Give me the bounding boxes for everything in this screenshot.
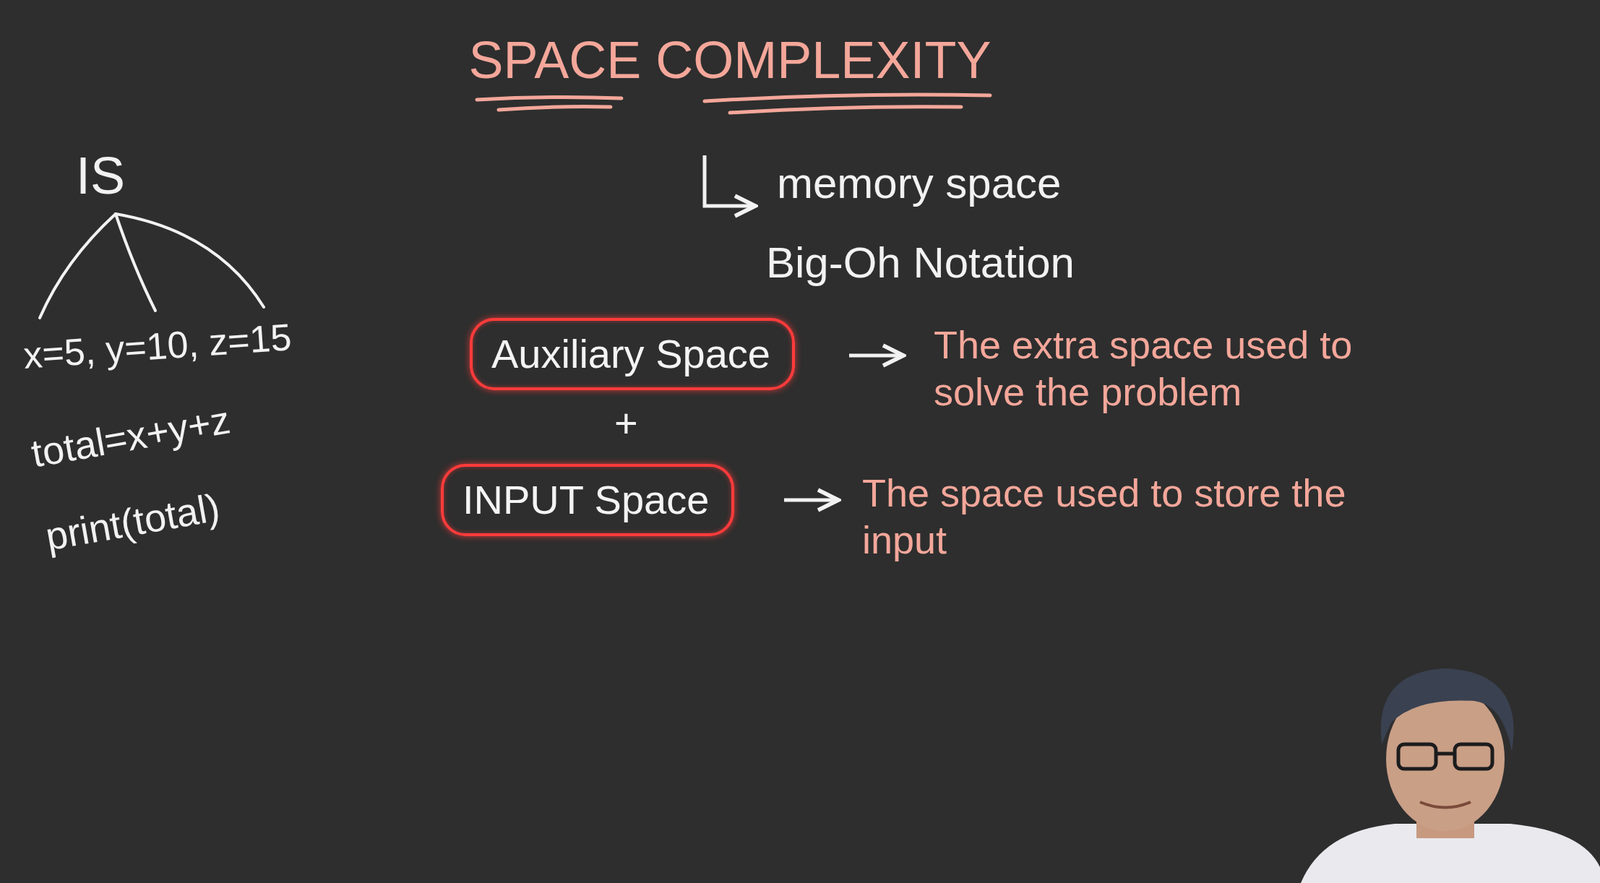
- underline: [729, 106, 962, 113]
- title-underlines: [476, 94, 991, 113]
- circled-term: Auxiliary Space: [469, 317, 795, 391]
- term-text: Auxiliary Space: [491, 329, 774, 378]
- note-text: memory space: [776, 157, 1061, 210]
- glasses: [1398, 744, 1493, 769]
- hook-arrow: [704, 155, 756, 206]
- hair: [1381, 668, 1515, 752]
- pointer-arrow: [849, 354, 904, 358]
- underline: [498, 106, 611, 111]
- tree-line: [39, 213, 116, 318]
- term-text: INPUT Space: [462, 475, 713, 524]
- definition-text: The space used to store the input: [862, 469, 1369, 564]
- code-line: total=x+y+z: [27, 396, 234, 477]
- underline: [704, 94, 991, 102]
- topic-label: IS: [75, 144, 126, 207]
- definition-text: The extra space used to solve the proble…: [933, 321, 1440, 416]
- pointer-arrow: [784, 498, 839, 503]
- note-text: Big-Oh Notation: [766, 237, 1075, 290]
- underline: [476, 96, 622, 100]
- presenter-figure: [1300, 668, 1600, 883]
- circled-term: INPUT Space: [440, 463, 735, 537]
- tree-line: [115, 213, 156, 311]
- mouth: [1420, 802, 1471, 808]
- tree-lines: [39, 213, 264, 318]
- code-line: x=5, y=10, z=15: [21, 314, 293, 378]
- code-line: print(total): [41, 483, 224, 561]
- title: SPACE COMPLEXITY: [469, 28, 992, 92]
- plus-sign: +: [614, 398, 639, 448]
- lens: [1454, 744, 1493, 769]
- lens: [1398, 744, 1436, 769]
- bridge: [1435, 752, 1455, 756]
- tree-line: [115, 213, 264, 308]
